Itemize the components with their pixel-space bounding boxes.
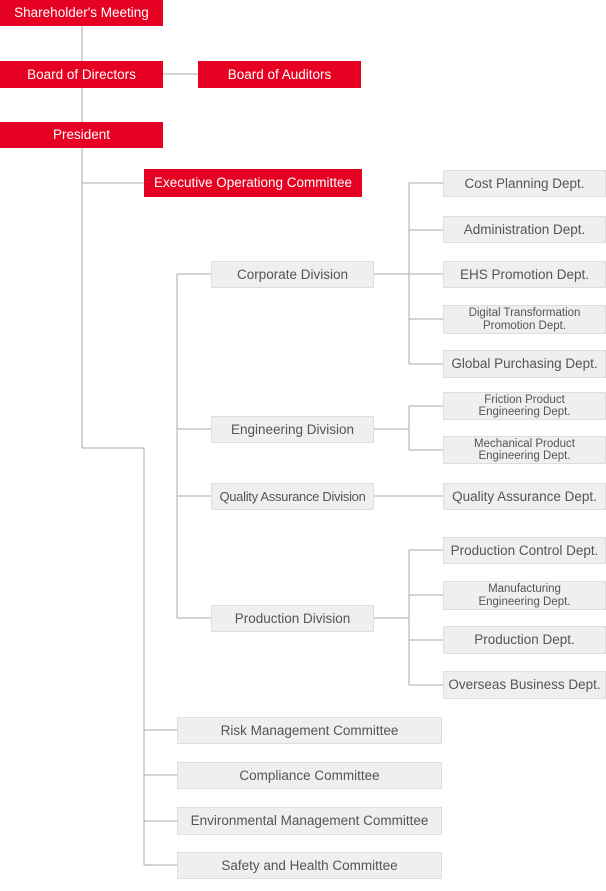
manufacturing-engineering-dept-box: Manufacturing Engineering Dept. [443,581,606,610]
production-control-dept-box: Production Control Dept. [443,537,606,564]
president-box: President [0,122,163,148]
global-purchasing-dept-box: Global Purchasing Dept. [443,350,606,378]
compliance-committee-box: Compliance Committee [177,762,442,789]
engineering-division-box: Engineering Division [211,416,374,443]
corporate-division-box: Corporate Division [211,261,374,288]
mechanical-product-dept-box: Mechanical Product Engineering Dept. [443,436,606,464]
friction-product-dept-box: Friction Product Engineering Dept. [443,392,606,420]
digital-transformation-dept-box: Digital Transformation Promotion Dept. [443,305,606,334]
executive-committee-box: Executive Operationg Committee [144,169,362,197]
shareholders-meeting-box: Shareholder's Meeting [0,0,163,26]
quality-assurance-division-box: Quality Assurance Division [211,483,374,510]
risk-management-committee-box: Risk Management Committee [177,717,442,744]
environmental-management-committee-box: Environmental Management Committee [177,807,442,835]
overseas-business-dept-box: Overseas Business Dept. [443,671,606,699]
production-dept-box: Production Dept. [443,626,606,654]
ehs-promotion-dept-box: EHS Promotion Dept. [443,261,606,288]
quality-assurance-dept-box: Quality Assurance Dept. [443,483,606,510]
safety-and-health-committee-box: Safety and Health Committee [177,852,442,879]
board-of-directors-box: Board of Directors [0,61,163,88]
administration-dept-box: Administration Dept. [443,216,606,243]
production-division-box: Production Division [211,605,374,632]
cost-planning-dept-box: Cost Planning Dept. [443,170,606,197]
board-of-auditors-box: Board of Auditors [198,61,361,88]
